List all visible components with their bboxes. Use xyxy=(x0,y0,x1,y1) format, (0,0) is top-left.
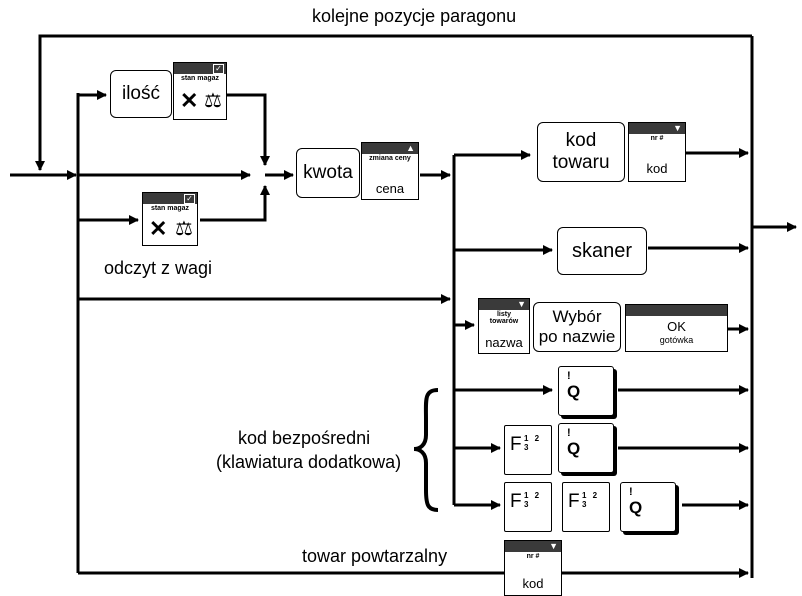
q-key-3[interactable]: ! Q xyxy=(620,482,676,532)
scale-icon: ⚖ xyxy=(204,90,222,112)
nr-label: nr # xyxy=(526,553,540,560)
code-key-label: kod xyxy=(646,161,668,176)
price-change-label: zmiana ceny xyxy=(369,155,411,162)
caret-up-icon: ▲ xyxy=(406,143,415,153)
cross-icon: ✕ xyxy=(149,216,168,241)
ok-cash-key[interactable]: OK gotówka xyxy=(625,304,728,352)
code-key-upper[interactable]: ▼ nr # kod xyxy=(628,122,686,182)
f-key-row2[interactable]: F 1 2 3 xyxy=(504,425,552,475)
quantity-box[interactable]: ilość xyxy=(110,70,172,118)
amount-box[interactable]: kwota xyxy=(296,148,360,198)
direct-code-label: kod bezpośredni xyxy=(238,428,371,448)
price-key-label: cena xyxy=(375,181,405,196)
checkbox-icon: ✓ xyxy=(184,194,195,204)
product-code-label-2: towaru xyxy=(552,152,610,173)
f-key-row3-b[interactable]: F 1 2 3 xyxy=(562,482,610,532)
code-key-lower[interactable]: ▼ nr # kod xyxy=(504,540,562,596)
ok-label: OK xyxy=(667,319,686,334)
product-code-box[interactable]: kod towaru xyxy=(537,122,625,182)
select-label-2: po nazwie xyxy=(538,327,616,346)
price-change-key[interactable]: ▲ zmiana ceny cena xyxy=(361,142,419,200)
weight-read-label: odczyt z wagi xyxy=(104,258,213,278)
cash-label: gotówka xyxy=(659,335,694,345)
checkbox-icon: ✓ xyxy=(213,64,224,74)
select-label-1: Wybór xyxy=(552,307,602,326)
stock-key-label: stan magaz xyxy=(150,205,190,212)
scanner-box[interactable]: skaner xyxy=(557,227,647,275)
curly-brace xyxy=(413,388,439,512)
name-key-label: nazwa xyxy=(485,335,523,350)
nr-label: nr # xyxy=(650,135,664,142)
product-code-label-1: kod xyxy=(565,130,597,151)
cross-icon: ✕ xyxy=(180,88,199,113)
f-key-row3-a[interactable]: F 1 2 3 xyxy=(504,482,552,532)
q-key-1[interactable]: ! Q xyxy=(558,366,614,416)
top-loop-label: kolejne pozycje paragonu xyxy=(312,6,517,26)
code-key-label: kod xyxy=(522,576,544,591)
q-key-2[interactable]: ! Q xyxy=(558,423,614,473)
scale-icon: ⚖ xyxy=(175,218,193,240)
stock-key-lower[interactable]: ✓ stan magaz ✕ ⚖ xyxy=(142,192,198,246)
caret-down-icon: ▼ xyxy=(517,299,526,309)
caret-down-icon: ▼ xyxy=(549,541,558,551)
repeat-item-label: towar powtarzalny xyxy=(302,546,448,566)
select-by-name-box[interactable]: Wybór po nazwie xyxy=(533,302,621,352)
extra-keyboard-label: (klawiatura dodatkowa) xyxy=(216,452,402,472)
caret-down-icon: ▼ xyxy=(673,123,682,133)
stock-key-upper[interactable]: ✓ stan magaz ✕ ⚖ xyxy=(173,62,227,120)
stock-key-label: stan magaz xyxy=(180,75,220,82)
